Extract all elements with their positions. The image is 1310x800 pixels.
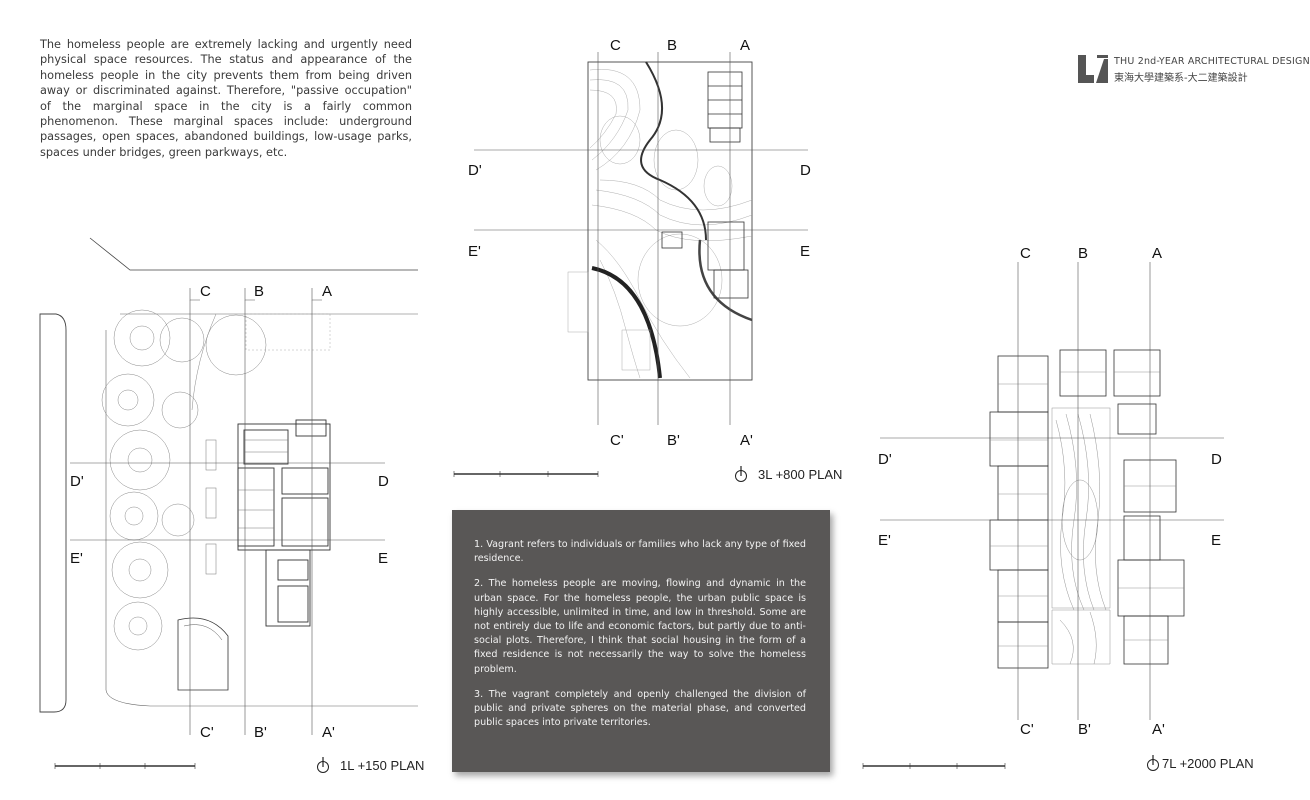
cut-label-A: A: [740, 37, 751, 54]
cut-label-A-prime: A': [1152, 721, 1165, 738]
plan-3L-title: 3L +800 PLAN: [734, 466, 842, 482]
cut-label-A: A: [1152, 245, 1163, 262]
logo-subtitle: 東海大學建築系-大二建築設計: [1114, 73, 1248, 84]
plan-3L-drawing: [453, 52, 808, 477]
cut-label-C: C: [610, 37, 621, 54]
plan-1L-title: 1L +150 PLAN: [316, 757, 424, 773]
cut-label-E-prime: E': [878, 532, 891, 549]
north-arrow-icon: [1147, 755, 1159, 771]
cut-label-B-prime: B': [1078, 721, 1091, 738]
plan-1L-drawing: [39, 237, 418, 769]
cut-label-E: E: [1211, 532, 1222, 549]
cut-label-C: C: [1020, 245, 1031, 262]
cut-label-D: D: [800, 162, 811, 179]
note-3: 3. The vagrant completely and openly cha…: [474, 688, 806, 729]
cut-label-D: D: [1211, 451, 1222, 468]
cut-label-D-prime: D': [468, 162, 482, 179]
cut-label-E: E: [800, 243, 811, 260]
cut-label-A-prime: A': [740, 432, 753, 449]
cut-label-B-prime: B': [254, 724, 267, 741]
cut-label-E-prime: E': [70, 550, 83, 567]
cut-label-B: B: [667, 37, 678, 54]
plan-1L-label: 1L +150 PLAN: [340, 758, 425, 773]
cut-label-B: B: [254, 283, 265, 300]
plan-7L-label: 7L +2000 PLAN: [1162, 756, 1254, 771]
notes-panel: 1. Vagrant refers to individuals or fami…: [452, 510, 830, 772]
logo-mark-icon: [1078, 55, 1108, 83]
intro-paragraph: The homeless people are extremely lackin…: [40, 38, 412, 159]
plan-7L-drawing: [862, 262, 1224, 769]
cut-label-C: C: [200, 283, 211, 300]
note-2: 2. The homeless people are moving, flowi…: [474, 578, 806, 675]
scale-bar-icon: [54, 763, 196, 769]
north-arrow-icon: [735, 466, 747, 482]
logo-title: THU 2nd-YEAR ARCHITECTURAL DESIGN: [1114, 56, 1310, 67]
cut-label-E-prime: E': [468, 243, 481, 260]
plan-7L-title: 7L +2000 PLAN: [1146, 755, 1254, 771]
cut-label-D-prime: D': [878, 451, 892, 468]
cut-label-A-prime: A': [322, 724, 335, 741]
cut-label-A: A: [322, 283, 333, 300]
cut-label-C-prime: C': [610, 432, 624, 449]
cut-label-C-prime: C': [200, 724, 214, 741]
note-1: 1. Vagrant refers to individuals or fami…: [474, 539, 806, 565]
cut-label-D: D: [378, 473, 389, 490]
plan-3L-label: 3L +800 PLAN: [758, 467, 843, 482]
course-logo: THU 2nd-YEAR ARCHITECTURAL DESIGN 東海大學建築…: [1078, 55, 1310, 85]
cut-label-B: B: [1078, 245, 1089, 262]
cut-label-D-prime: D': [70, 473, 84, 490]
north-arrow-icon: [317, 757, 329, 773]
cut-label-B-prime: B': [667, 432, 680, 449]
cut-label-E: E: [378, 550, 389, 567]
cut-label-C-prime: C': [1020, 721, 1034, 738]
